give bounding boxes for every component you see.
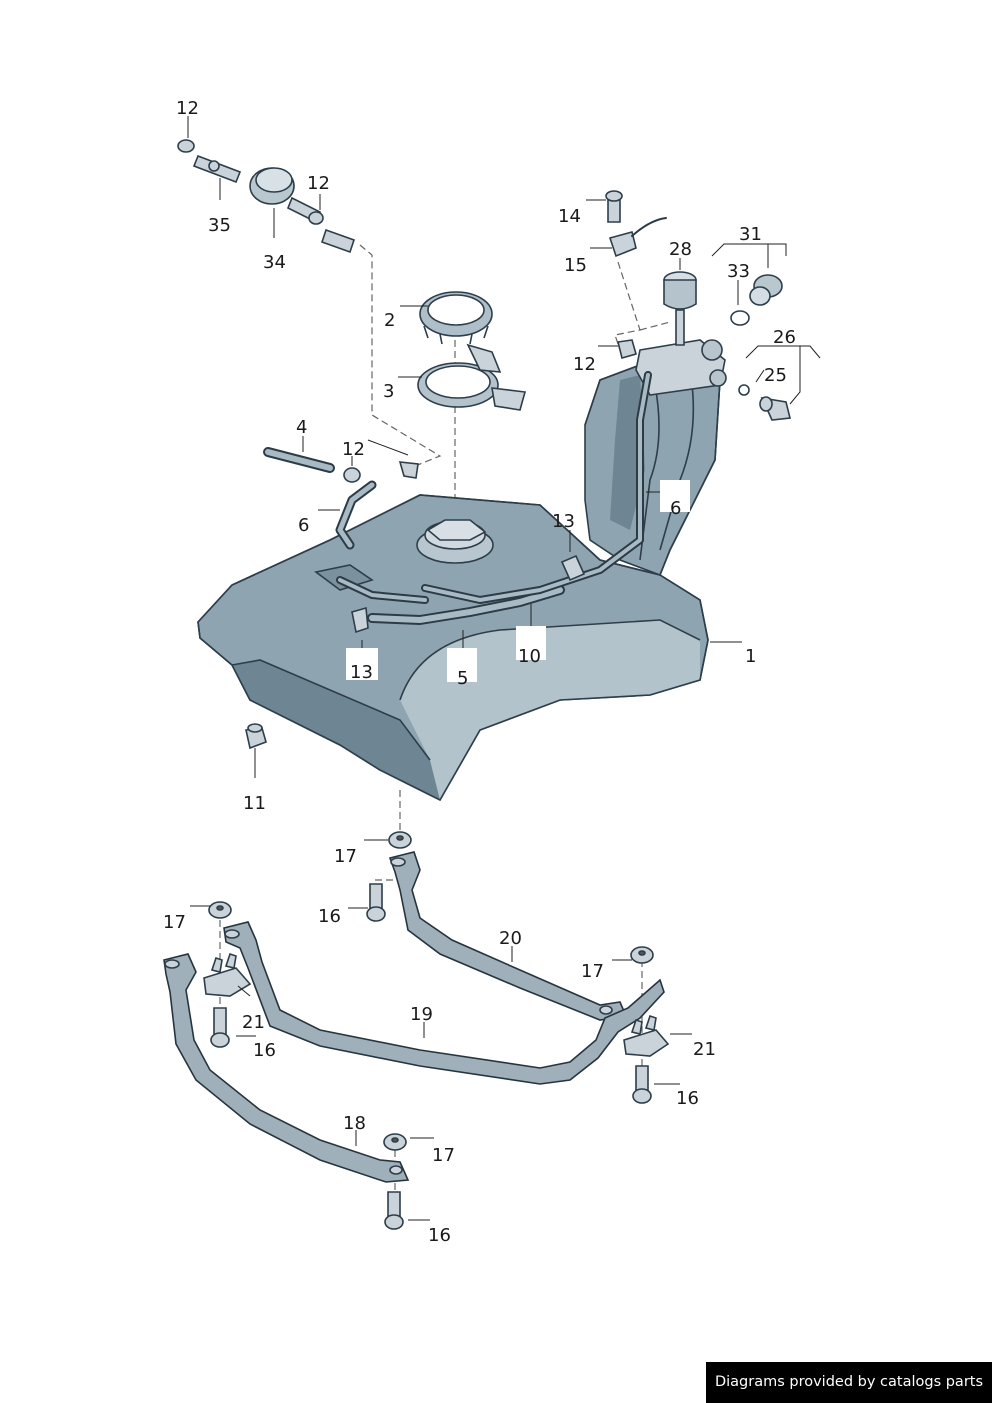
callout-34: 34 <box>263 252 286 273</box>
callout-17: 17 <box>163 912 186 933</box>
callout-11: 11 <box>243 793 266 814</box>
callout-19: 19 <box>410 1004 433 1025</box>
washer-17-lower[interactable] <box>383 1133 407 1151</box>
callout-26: 26 <box>773 327 796 348</box>
earth-strap-15[interactable] <box>608 217 667 258</box>
valve-26[interactable] <box>759 396 791 421</box>
callout-21: 21 <box>693 1039 716 1060</box>
bolt-16-left[interactable] <box>210 1007 230 1048</box>
callout-6: 6 <box>670 498 681 519</box>
callout-15: 15 <box>564 255 587 276</box>
callout-17: 17 <box>432 1145 455 1166</box>
label-backgrounds <box>346 480 690 682</box>
callout-1: 1 <box>745 646 756 667</box>
callout-6: 6 <box>298 515 309 536</box>
callout-16: 16 <box>676 1088 699 1109</box>
washer-17-upper[interactable] <box>388 831 412 849</box>
bracket-21-left[interactable] <box>203 952 252 997</box>
clip-13-right[interactable] <box>560 554 586 582</box>
callout-12: 12 <box>176 98 199 119</box>
callout-12: 12 <box>573 354 596 375</box>
callout-16: 16 <box>253 1040 276 1061</box>
callout-4: 4 <box>296 417 307 438</box>
bolt-16-right[interactable] <box>632 1065 652 1104</box>
plug-11[interactable] <box>245 723 267 750</box>
washer-17-right[interactable] <box>630 946 654 964</box>
pipe-upper[interactable] <box>320 228 356 254</box>
leader-lines <box>187 116 821 1221</box>
callout-35: 35 <box>208 215 231 236</box>
bolt-16-upper[interactable] <box>366 883 386 922</box>
seal-bracket-3[interactable] <box>417 343 527 411</box>
seal-ring-25[interactable] <box>738 384 750 396</box>
callout-2: 2 <box>384 310 395 331</box>
callout-labels: 12 35 34 12 2 3 4 12 6 14 15 28 31 33 12… <box>163 98 796 1246</box>
callout-33: 33 <box>727 261 750 282</box>
washer-17-left[interactable] <box>208 901 232 919</box>
bracket-21-right[interactable] <box>623 1014 670 1057</box>
callout-28: 28 <box>669 239 692 260</box>
callout-20: 20 <box>499 928 522 949</box>
credit-banner: Diagrams provided by catalogs parts <box>706 1362 992 1403</box>
callout-17: 17 <box>334 846 357 867</box>
clip-13-left[interactable] <box>351 606 369 634</box>
callout-21: 21 <box>242 1012 265 1033</box>
fuel-tank[interactable] <box>197 339 727 802</box>
locking-ring-2[interactable] <box>419 291 493 345</box>
callout-31: 31 <box>739 224 762 245</box>
callout-16: 16 <box>428 1225 451 1246</box>
callout-13: 13 <box>350 662 373 683</box>
seal-ring-33[interactable] <box>730 310 750 326</box>
check-valve-35[interactable] <box>192 154 242 184</box>
cap-28[interactable] <box>663 271 697 346</box>
clamp-12-upper[interactable] <box>308 211 324 225</box>
strap-19[interactable] <box>223 921 665 1085</box>
strap-20[interactable] <box>388 851 628 1021</box>
bolt-16-lower[interactable] <box>384 1191 404 1230</box>
bolt-14[interactable] <box>605 190 623 223</box>
callout-13: 13 <box>552 511 575 532</box>
strap-18[interactable] <box>163 953 410 1183</box>
nut-12-neck[interactable] <box>617 339 637 359</box>
clamp-12-mid[interactable] <box>343 461 419 483</box>
callout-12: 12 <box>342 439 365 460</box>
callout-17: 17 <box>581 961 604 982</box>
callout-18: 18 <box>343 1113 366 1134</box>
callout-12: 12 <box>307 173 330 194</box>
callout-25: 25 <box>764 365 787 386</box>
cap-31[interactable] <box>749 274 783 306</box>
callout-16: 16 <box>318 906 341 927</box>
callout-10: 10 <box>518 646 541 667</box>
callout-14: 14 <box>558 206 581 227</box>
clamp-12-top-left[interactable] <box>177 139 195 153</box>
callout-5: 5 <box>457 668 468 689</box>
callout-3: 3 <box>383 381 394 402</box>
hoses[interactable] <box>263 371 652 625</box>
